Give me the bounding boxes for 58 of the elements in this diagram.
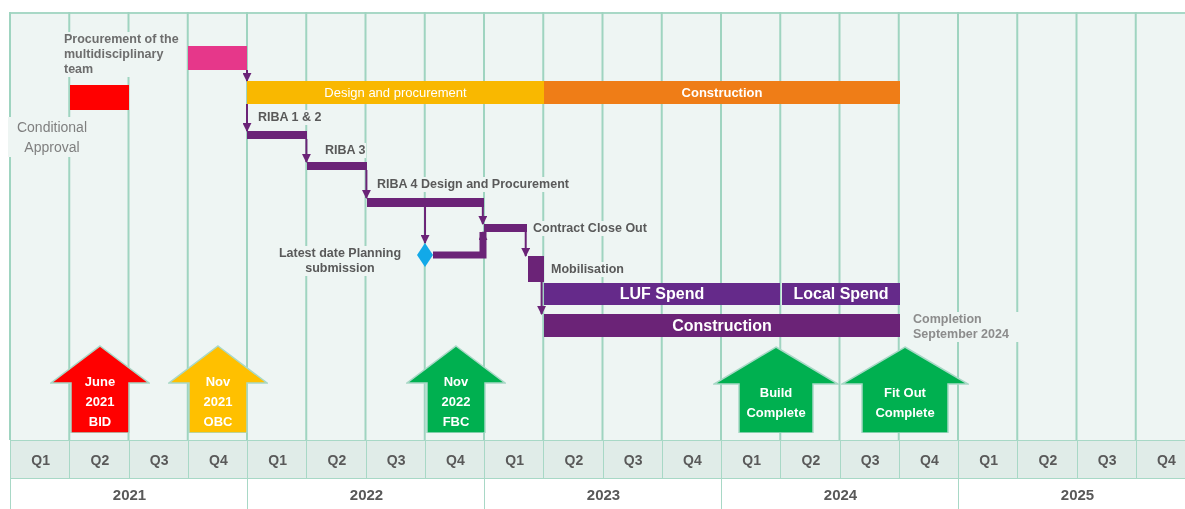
bar-caption: Mobilisation: [551, 262, 624, 277]
gantt-bar: [307, 162, 367, 170]
bar-caption: RIBA 1 & 2: [258, 110, 322, 125]
gantt-bar: [544, 81, 900, 104]
year-cell: 2022: [247, 478, 486, 509]
milestone-callout: [713, 346, 839, 433]
milestone-callout: [168, 345, 268, 433]
year-cell: 2021: [10, 478, 249, 509]
quarter-cell: Q2: [780, 440, 842, 480]
milestone-label: Nov 2022 FBC: [440, 373, 472, 431]
arrow: [242, 69, 252, 82]
quarter-cell: Q1: [10, 440, 72, 480]
milestone-label: Fit Out Complete: [874, 383, 936, 422]
quarter-cell: Q2: [69, 440, 131, 480]
milestone-label: June 2021 BID: [83, 373, 117, 431]
quarter-cell: Q1: [247, 440, 309, 480]
arrow: [361, 169, 371, 199]
milestone-diamond: [417, 243, 433, 267]
bar-label: Design and procurement: [324, 85, 467, 100]
bar-caption: RIBA 3: [325, 143, 366, 158]
arrow: [521, 231, 531, 257]
arrow: [433, 231, 488, 259]
milestone-label: Nov 2021 OBC: [202, 373, 234, 431]
quarter-cell: Q2: [306, 440, 368, 480]
arrow: [420, 206, 430, 244]
arrow: [478, 206, 488, 225]
arrow: [301, 138, 311, 163]
bar-label: Local Spend: [793, 285, 889, 303]
bar-caption: RIBA 4 Design and Procurement: [377, 177, 569, 192]
bar-label: Construction: [681, 85, 763, 100]
year-cell: 2024: [721, 478, 960, 509]
quarter-cell: Q2: [1017, 440, 1079, 480]
gantt-bar: [247, 81, 544, 104]
quarter-cell: Q4: [1135, 440, 1185, 480]
gantt-bar: [70, 85, 129, 110]
gantt-bar: [484, 224, 527, 232]
year-cell: 2025: [958, 478, 1185, 509]
year-cell: 2023: [484, 478, 723, 509]
quarter-cell: Q1: [721, 440, 783, 480]
gantt-bar: [188, 46, 247, 70]
milestone-callout: [50, 345, 150, 433]
gantt-bar: [544, 314, 900, 337]
quarter-cell: Q2: [543, 440, 605, 480]
gantt-bar: [247, 131, 307, 139]
bar-caption: Contract Close Out: [533, 221, 647, 236]
gantt-bar: [782, 283, 900, 305]
gantt-bar: [367, 198, 484, 207]
gantt-bar: [544, 283, 780, 305]
arrow: [242, 103, 252, 132]
quarter-cell: Q1: [958, 440, 1020, 480]
quarter-cell: Q1: [484, 440, 546, 480]
bar-label: LUF Spend: [619, 285, 705, 303]
bar-label: Construction: [672, 316, 772, 335]
milestone-callout: [406, 345, 506, 433]
arrow: [537, 281, 547, 315]
milestone-label: Build Complete: [745, 383, 807, 422]
gantt-bar: [528, 256, 544, 282]
milestone-callout: [841, 346, 969, 433]
